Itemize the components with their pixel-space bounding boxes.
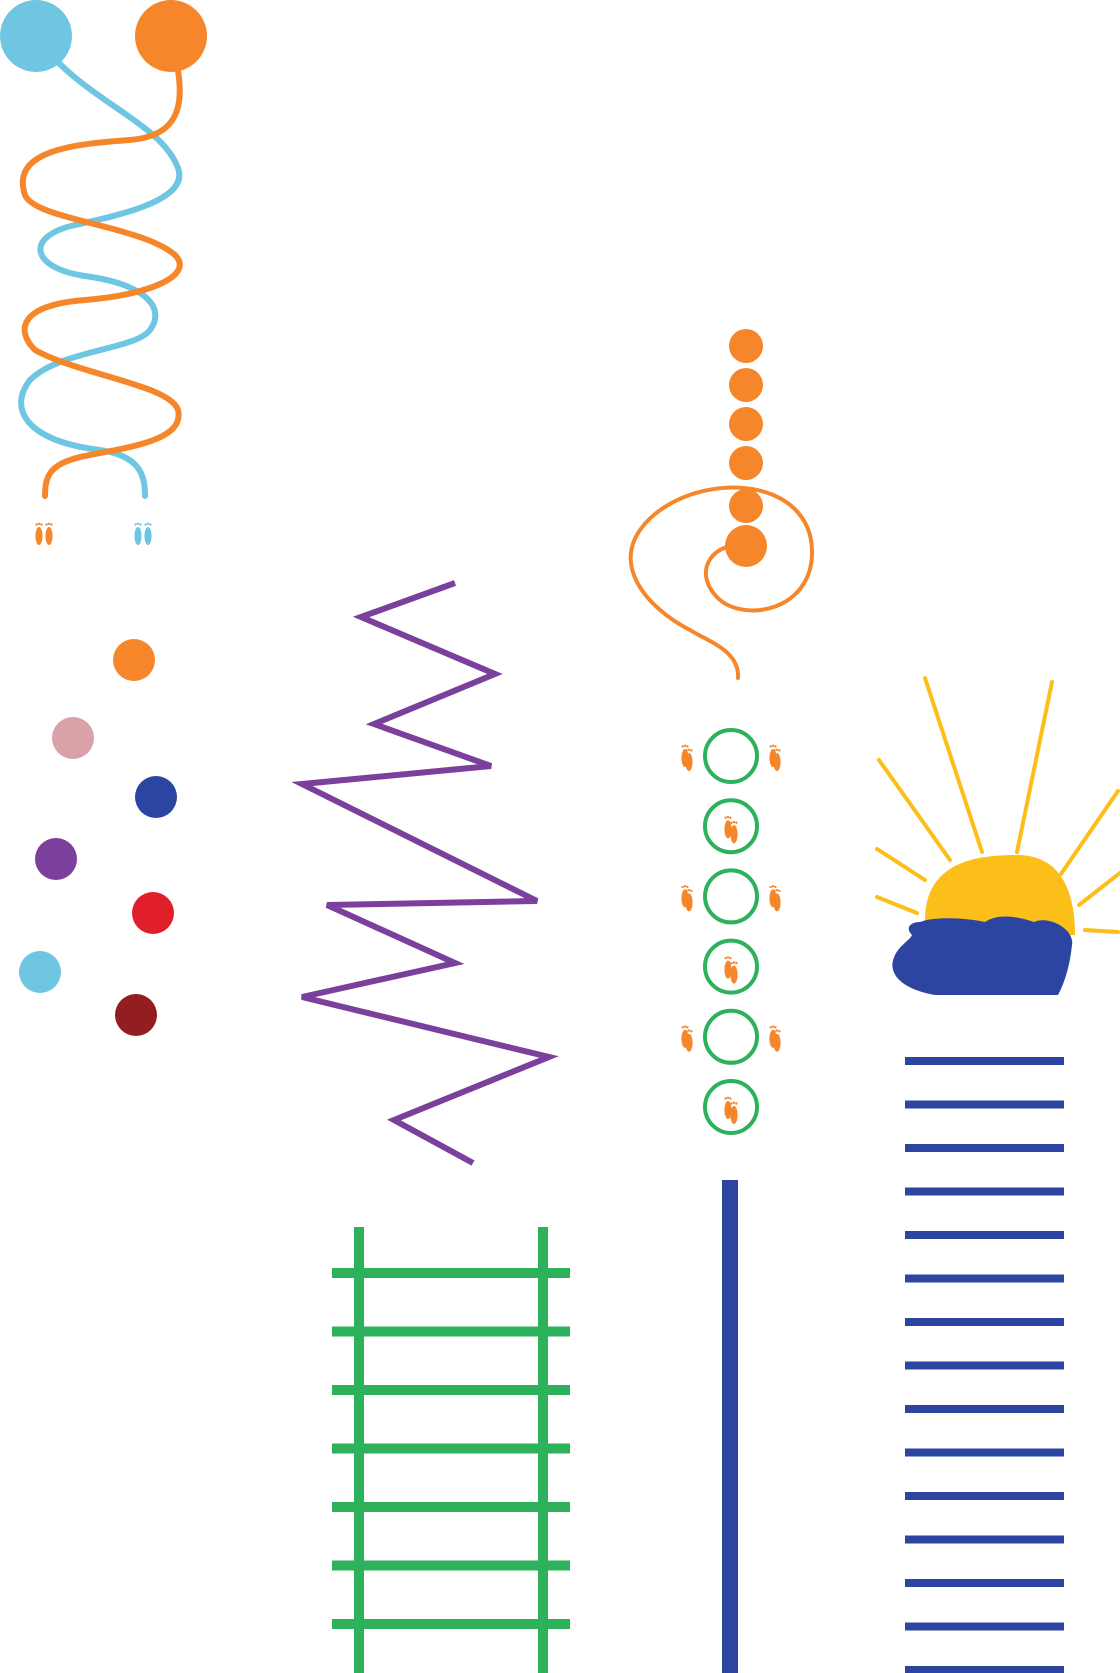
helix-strand-blue: [18, 33, 183, 499]
footprint-icon: [730, 961, 738, 984]
hopscotch-circle: [703, 938, 759, 995]
spiral-dot-3: [729, 407, 763, 441]
hopscotch-circle: [703, 868, 759, 925]
dot-dark-red: [115, 994, 157, 1036]
helix-start-orange-dot: [135, 0, 207, 72]
dot-purple: [35, 838, 77, 880]
zigzag-line-icon: [291, 580, 559, 1166]
helix-end-orange-footprints-icon: [35, 523, 52, 545]
spiral-dot-6: [725, 525, 767, 567]
spiral-dot-1: [729, 329, 763, 363]
helix-strand-orange: [19, 33, 183, 499]
colored-dots-icon: [19, 639, 177, 1036]
dot-red: [132, 892, 174, 934]
double-helix-path-icon: [0, 0, 207, 545]
footprint-icon: [730, 1101, 738, 1124]
spiral-dot-4: [729, 446, 763, 480]
vertical-line-icon: [722, 1180, 738, 1673]
dot-light-blue: [19, 951, 61, 993]
helix-start-blue-dot: [0, 0, 72, 72]
cloud-shape: [892, 916, 1073, 995]
dot-navy: [135, 776, 177, 818]
footprint-icon: [730, 820, 738, 844]
helix-end-blue-footprints-icon: [134, 523, 151, 545]
hopscotch-circle: [703, 1079, 759, 1135]
dot-orange: [113, 639, 155, 681]
hopscotch-circle: [703, 1008, 759, 1065]
sun-disc: [925, 855, 1075, 935]
spiral-dot-5: [729, 489, 763, 523]
ladder-icon: [332, 1227, 570, 1673]
spiral-with-dots-icon: [628, 329, 815, 680]
sun-behind-cloud-icon: [875, 676, 1120, 995]
spiral-dot-2: [729, 368, 763, 402]
hopscotch-footprints-icon: [681, 728, 781, 1135]
horizontal-lines-icon: [905, 1057, 1064, 1673]
hopscotch-circle: [703, 728, 759, 784]
sun-rays: [875, 676, 1120, 934]
hopscotch-circle: [703, 798, 759, 855]
spiral-path: [628, 485, 815, 680]
dot-pink: [52, 717, 94, 759]
